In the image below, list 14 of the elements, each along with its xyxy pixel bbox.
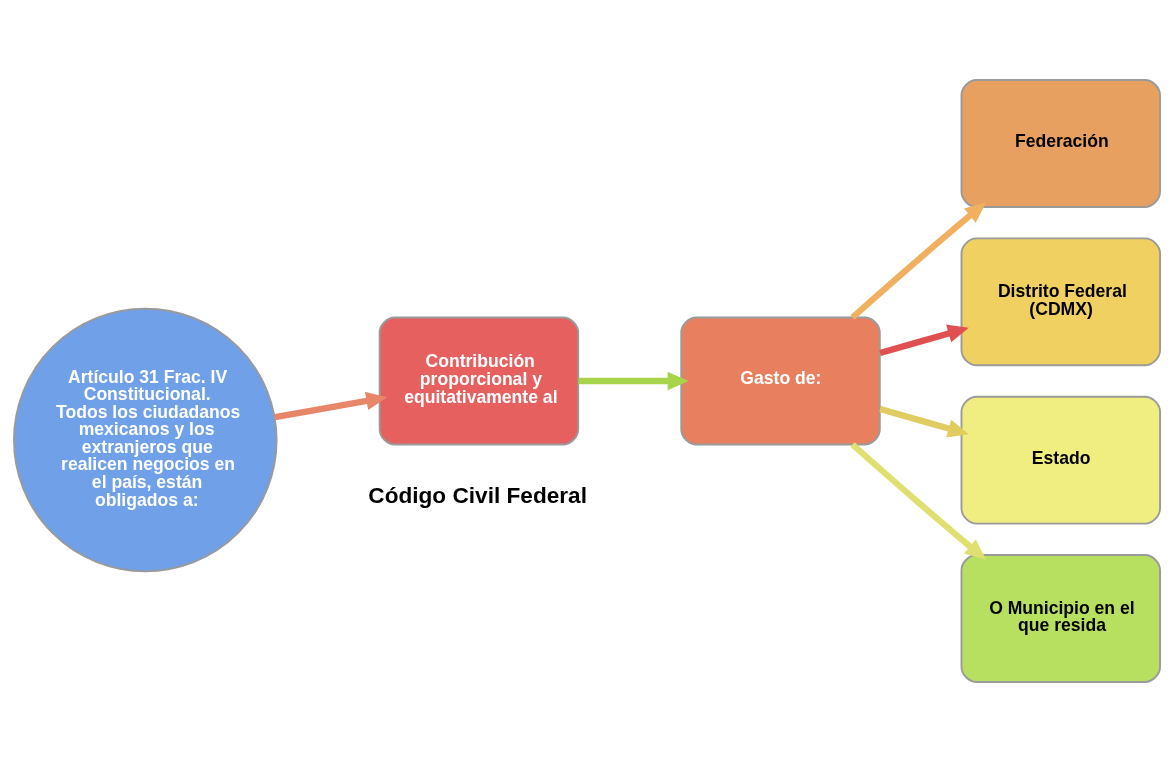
arrow	[850, 441, 987, 560]
node-box: Gasto de:	[680, 316, 881, 445]
label: Código Civil Federal	[368, 482, 587, 508]
arrow	[850, 201, 987, 320]
node-box: Estado	[960, 395, 1161, 525]
node-box: Distrito Federal (CDMX)	[960, 236, 1161, 366]
arrow	[879, 405, 969, 437]
node-box: Federación	[960, 78, 1161, 208]
arrow	[274, 391, 388, 420]
arrow	[879, 324, 969, 356]
node-box: O Municipio en el que resida	[960, 553, 1161, 683]
node-circle: Artículo 31 Frac. IV Constitucional. Todos los ciudadanos mexicanos y los extranjeros que realicen negocios en el país, están obligados a:	[13, 307, 278, 572]
arrow	[578, 371, 689, 390]
node-box: Contribución proporcional y equitativamente al	[378, 316, 580, 445]
